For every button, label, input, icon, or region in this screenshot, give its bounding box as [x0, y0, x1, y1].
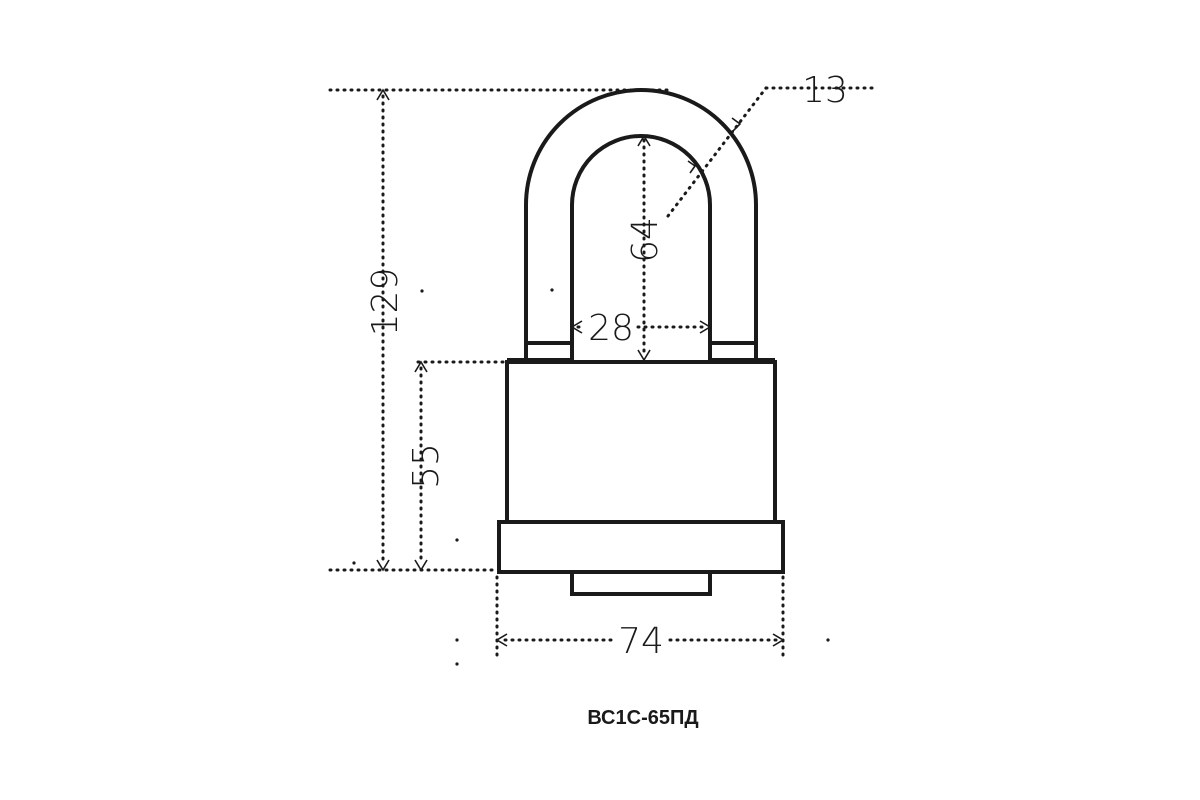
model-label: ВС1С-65ПД	[587, 707, 698, 729]
arrowhead-thickness-outer	[731, 117, 742, 132]
dim-label-body-height: 55	[406, 443, 447, 489]
dim-label-shackle-clearance: 64	[625, 217, 666, 263]
arrowhead-up	[376, 88, 390, 101]
stray-dot	[455, 638, 459, 642]
stray-dot	[352, 561, 356, 565]
stray-dot	[550, 288, 554, 292]
arrowhead-right	[772, 633, 785, 647]
ext-line-thickness	[666, 86, 768, 218]
shackle-outer-outline	[524, 88, 758, 360]
dim-label-overall-height: 129	[365, 268, 406, 337]
arrowhead-right	[699, 320, 712, 334]
dim-label-shackle-thickness: 13	[802, 70, 848, 111]
lock-bottom-cap	[570, 570, 712, 596]
dim-label-shackle-width: 28	[588, 308, 634, 349]
stray-dot	[455, 538, 459, 542]
lock-body	[505, 360, 777, 524]
dim-label-body-width: 74	[618, 621, 664, 662]
lock-base	[497, 520, 785, 574]
arrowhead-down	[637, 349, 651, 362]
arrowhead-down	[376, 559, 390, 572]
shackle-inner-outline	[570, 134, 712, 360]
stray-dot	[826, 638, 830, 642]
stray-dot	[455, 662, 459, 666]
arrowhead-up	[637, 134, 651, 147]
arrowhead-left	[570, 320, 583, 334]
stray-dot	[420, 289, 424, 293]
arrowhead-up	[414, 360, 428, 373]
arrowhead-thickness-inner	[687, 160, 697, 174]
arrowhead-down	[414, 559, 428, 572]
arrowhead-left	[495, 633, 508, 647]
